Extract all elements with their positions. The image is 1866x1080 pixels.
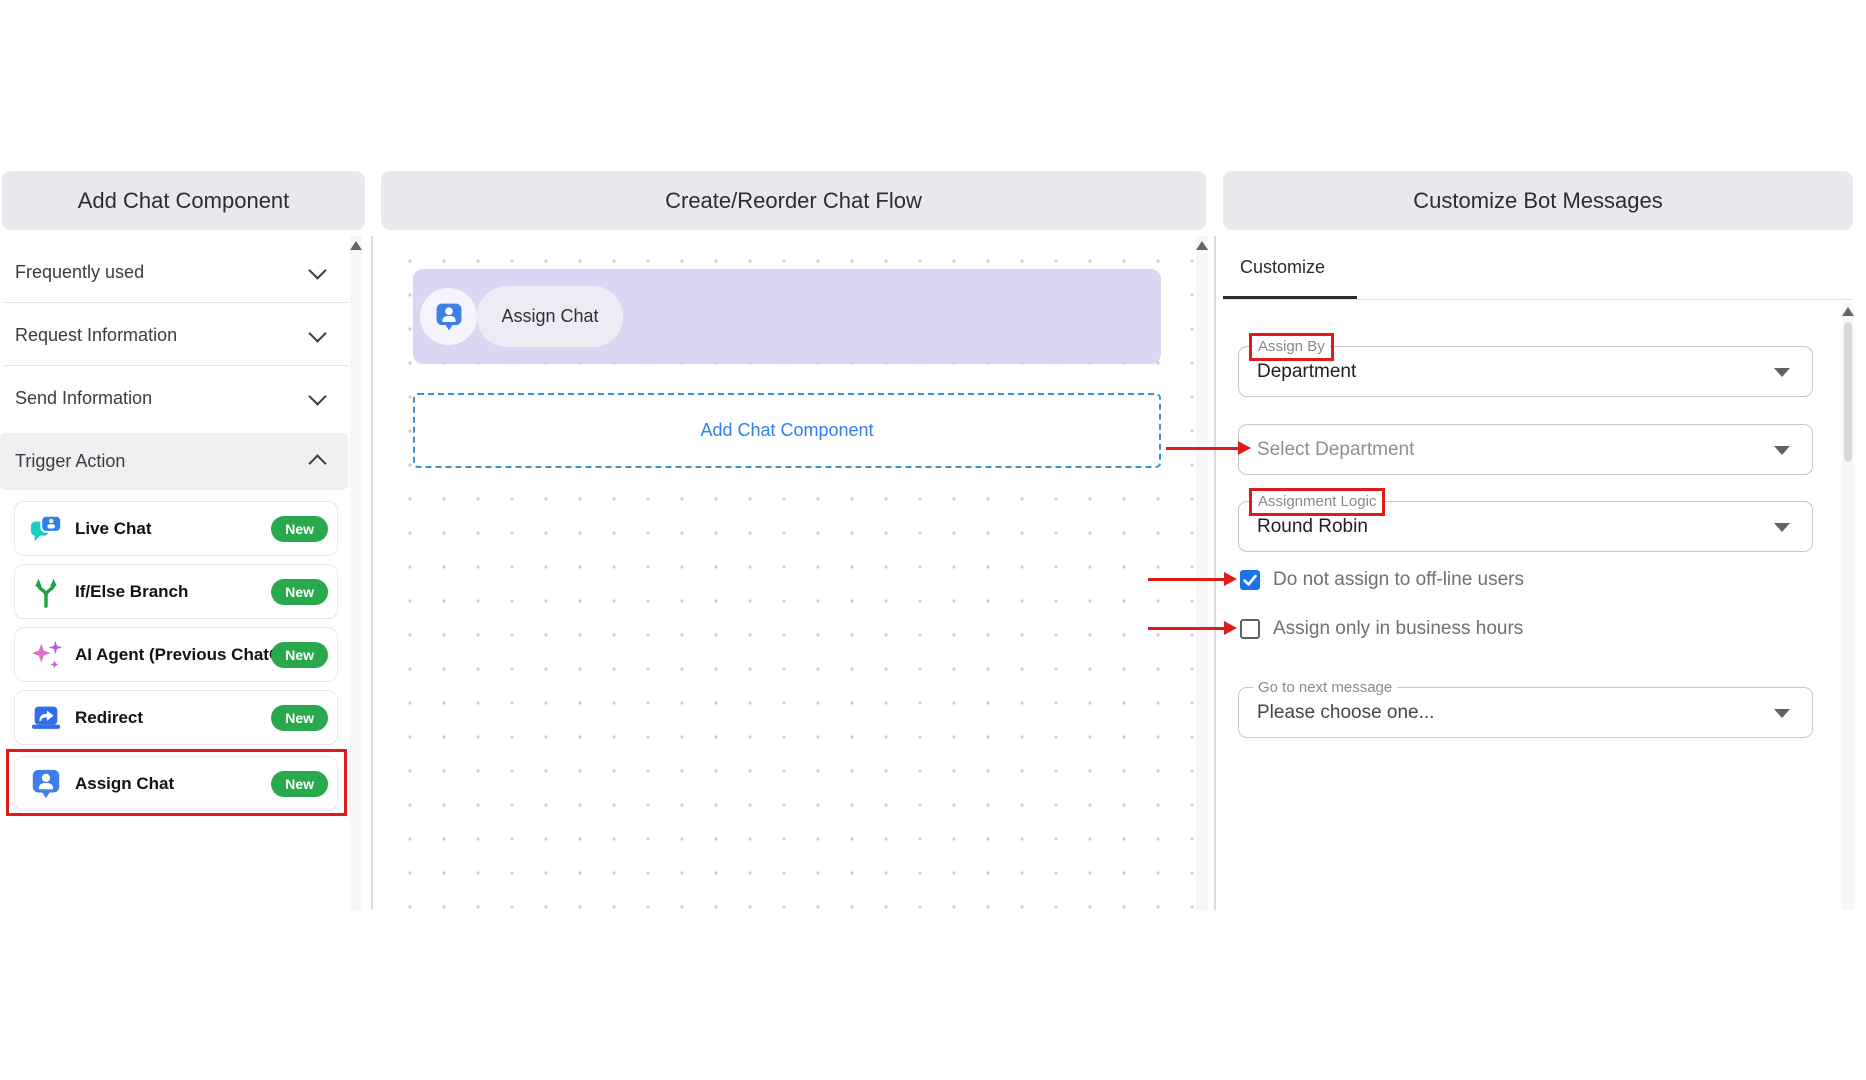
assignment-logic-label: Assignment Logic bbox=[1248, 488, 1386, 516]
new-badge: New bbox=[271, 704, 328, 731]
flow-node-assign-chat[interactable]: Assign Chat bbox=[413, 269, 1161, 364]
annotation-box-assign-chat bbox=[6, 749, 347, 816]
select-department-placeholder: Select Department bbox=[1257, 438, 1415, 460]
chevron-down-icon bbox=[308, 387, 327, 406]
check-icon bbox=[1243, 574, 1257, 586]
tab-bar-border bbox=[1223, 299, 1853, 300]
chevron-down-icon bbox=[308, 261, 327, 280]
left-panel-header: Add Chat Component bbox=[2, 171, 365, 230]
if-else-branch-icon bbox=[35, 578, 57, 608]
go-to-next-message-label: Go to next message bbox=[1253, 678, 1398, 698]
tab-active-underline bbox=[1223, 296, 1357, 300]
divider bbox=[4, 365, 348, 366]
annotation-arrow-select-department bbox=[1166, 441, 1251, 455]
annotation-arrow-checkbox-business-hours bbox=[1148, 621, 1237, 635]
dropdown-caret-icon bbox=[1774, 445, 1790, 455]
assign-by-select[interactable]: Assign By Department bbox=[1238, 333, 1813, 397]
dropdown-caret-icon bbox=[1774, 367, 1790, 377]
chevron-up-icon bbox=[308, 454, 327, 473]
node-label: Assign Chat bbox=[501, 306, 599, 326]
select-department-select[interactable]: Select Department bbox=[1238, 424, 1813, 475]
annotation-arrow-checkbox-offline bbox=[1148, 572, 1237, 586]
flow-panel-scrollbar[interactable] bbox=[1196, 236, 1208, 910]
component-redirect[interactable]: Redirect New bbox=[14, 690, 338, 745]
redirect-icon bbox=[31, 706, 61, 729]
assignment-logic-value: Round Robin bbox=[1257, 515, 1368, 537]
go-to-next-message-select[interactable]: Go to next message Please choose one... bbox=[1238, 678, 1813, 738]
component-label: AI Agent (Previous ChatGPT) bbox=[75, 644, 287, 664]
customize-panel-title: Customize Bot Messages bbox=[1413, 187, 1663, 213]
left-panel-title: Add Chat Component bbox=[77, 187, 290, 213]
node-icon-circle bbox=[420, 288, 477, 345]
assign-by-label: Assign By bbox=[1249, 333, 1334, 361]
component-ai-agent[interactable]: AI Agent (Previous ChatGPT) New bbox=[14, 627, 338, 682]
add-chat-component-button[interactable]: Add Chat Component bbox=[413, 393, 1161, 468]
go-to-next-message-value: Please choose one... bbox=[1257, 701, 1435, 723]
scroll-up-icon[interactable] bbox=[1842, 307, 1854, 316]
checkbox-label-offline: Do not assign to off-line users bbox=[1273, 569, 1525, 590]
new-badge: New bbox=[271, 641, 328, 668]
new-badge: New bbox=[271, 515, 328, 542]
section-label: Request Information bbox=[15, 325, 178, 345]
chevron-down-icon bbox=[308, 324, 327, 343]
section-label: Send Information bbox=[15, 388, 153, 408]
section-request-information[interactable]: Request Information bbox=[0, 307, 348, 364]
section-frequently-used[interactable]: Frequently used bbox=[0, 244, 348, 301]
new-badge: New bbox=[271, 770, 328, 797]
panel-divider bbox=[371, 236, 373, 910]
section-trigger-action[interactable]: Trigger Action bbox=[0, 433, 348, 490]
assign-chat-icon bbox=[436, 303, 461, 330]
section-send-information[interactable]: Send Information bbox=[0, 370, 348, 427]
divider bbox=[4, 302, 348, 303]
dropdown-caret-icon bbox=[1774, 708, 1790, 718]
component-label: Live Chat bbox=[75, 518, 152, 538]
tab-customize-label: Customize bbox=[1240, 257, 1326, 277]
flow-panel-header: Create/Reorder Chat Flow bbox=[381, 171, 1206, 230]
component-if-else-branch[interactable]: If/Else Branch New bbox=[14, 564, 338, 619]
tab-customize[interactable]: Customize bbox=[1240, 257, 1325, 278]
live-chat-icon bbox=[30, 514, 63, 542]
component-label: If/Else Branch bbox=[75, 581, 189, 601]
component-live-chat[interactable]: Live Chat New bbox=[14, 501, 338, 556]
new-badge: New bbox=[271, 578, 328, 605]
assign-by-value: Department bbox=[1257, 360, 1357, 382]
component-label: Assign Chat bbox=[75, 773, 175, 793]
checkbox-business-hours[interactable] bbox=[1240, 619, 1260, 639]
dropdown-caret-icon bbox=[1774, 522, 1790, 532]
panel-divider bbox=[1214, 236, 1216, 910]
ai-sparkles-icon bbox=[31, 640, 63, 669]
scroll-up-icon[interactable] bbox=[350, 241, 362, 250]
customize-panel-header: Customize Bot Messages bbox=[1223, 171, 1853, 230]
node-label-pill: Assign Chat bbox=[477, 286, 623, 347]
assignment-logic-select[interactable]: Assignment Logic Round Robin bbox=[1238, 488, 1813, 552]
left-panel-scrollbar[interactable] bbox=[350, 236, 362, 910]
assign-chat-icon bbox=[32, 769, 60, 799]
add-chat-component-label: Add Chat Component bbox=[700, 420, 874, 440]
scrollbar-thumb[interactable] bbox=[1844, 322, 1852, 462]
flow-panel-title: Create/Reorder Chat Flow bbox=[665, 187, 922, 213]
component-assign-chat[interactable]: Assign Chat New bbox=[14, 756, 338, 811]
component-label: Redirect bbox=[75, 707, 144, 727]
checkbox-label-business-hours: Assign only in business hours bbox=[1273, 618, 1524, 639]
checkbox-do-not-assign-offline[interactable] bbox=[1240, 570, 1260, 590]
section-label: Frequently used bbox=[15, 262, 145, 282]
scroll-up-icon[interactable] bbox=[1196, 241, 1208, 250]
flow-canvas[interactable]: Assign Chat Add Chat Component bbox=[381, 236, 1196, 910]
section-label: Trigger Action bbox=[15, 451, 126, 471]
